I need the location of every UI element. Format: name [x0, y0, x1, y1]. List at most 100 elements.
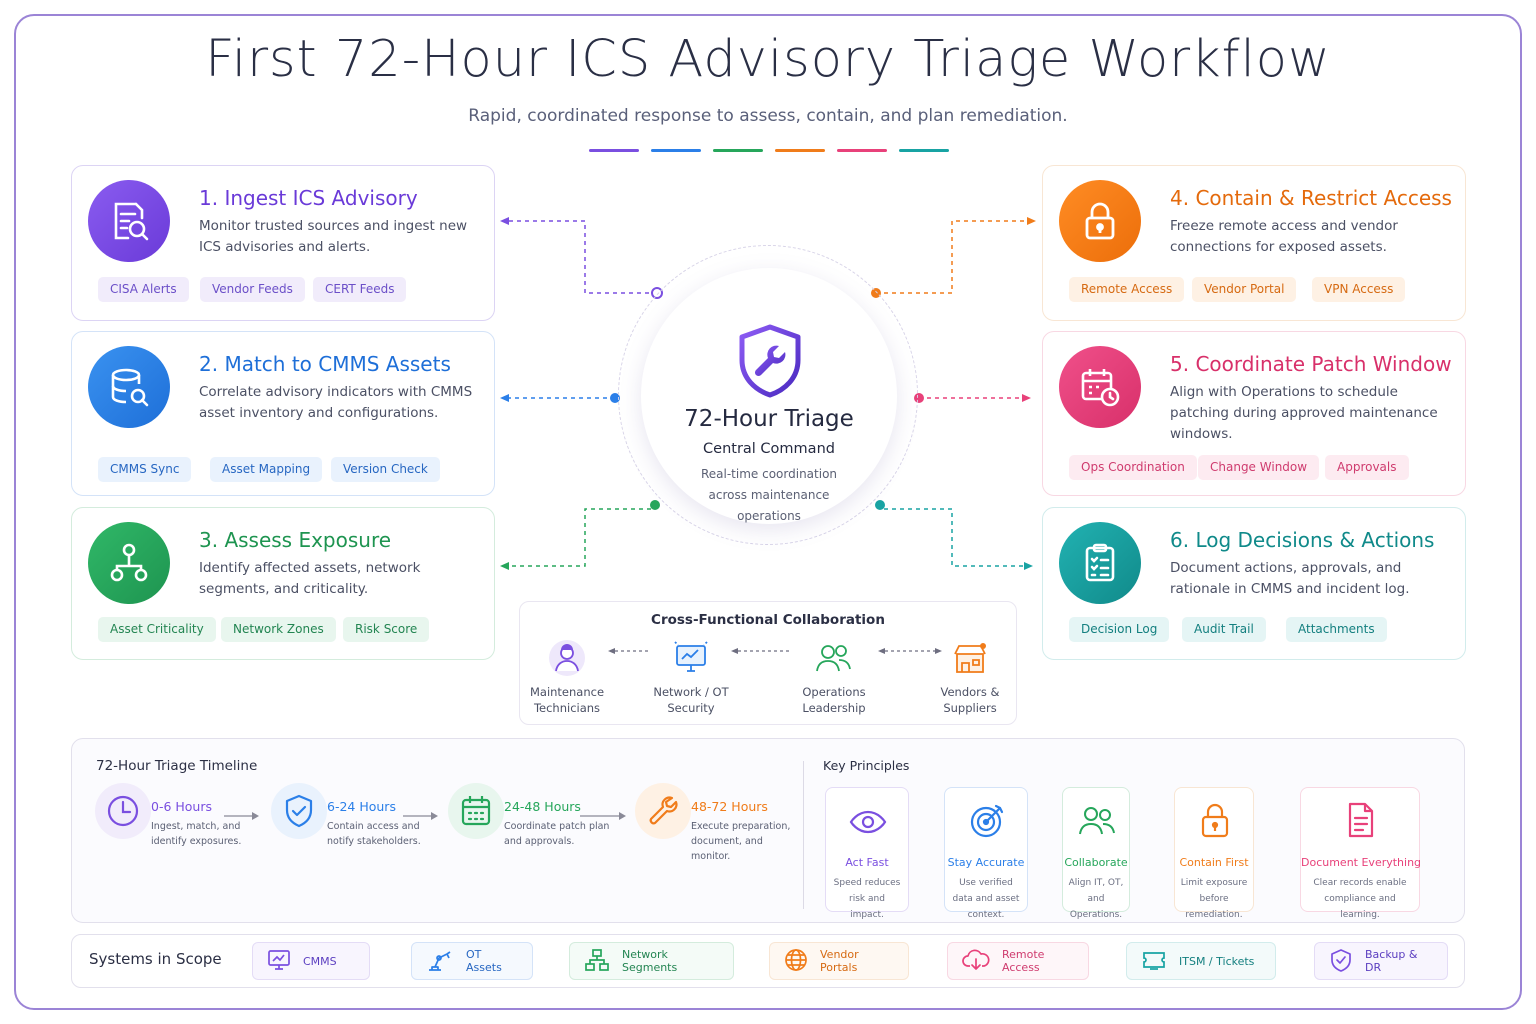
scope-item-backup-dr[interactable]: Backup & DR: [1314, 942, 1448, 980]
timeline-item-title: 0-6 Hours: [151, 799, 213, 814]
step-title: 2. Match to CMMS Assets: [199, 352, 451, 376]
step-card-assess[interactable]: 3. Assess Exposure Identify affected ass…: [71, 507, 495, 660]
collab-label: Maintenance Technicians: [529, 685, 605, 715]
shield-backup-icon: [1329, 948, 1353, 975]
scope-item-label: Network Segments: [622, 948, 678, 974]
central-hub: 72-Hour Triage Central Command Real-time…: [618, 245, 918, 545]
network-nodes-icon: [88, 522, 170, 604]
timeline-item-desc: Ingest, match, and identify exposures.: [151, 821, 242, 847]
scope-item-label: Vendor Portals: [820, 948, 859, 974]
principle-stay-accurate[interactable]: Stay Accurate Use verified data and asse…: [944, 787, 1028, 920]
collab-label: Vendors & Suppliers: [940, 685, 1000, 715]
principle-collaborate[interactable]: Collaborate Align IT, OT, and Operations…: [1062, 787, 1130, 920]
principle-desc: Use verified data and asset context.: [952, 878, 1020, 920]
principle-desc: Speed reduces risk and impact.: [833, 878, 901, 920]
collab-security[interactable]: Network / OT Security: [641, 638, 741, 716]
timeline-item-desc: Contain access and notify stakeholders.: [327, 821, 421, 847]
principle-act-fast[interactable]: Act Fast Speed reduces risk and impact.: [825, 787, 909, 920]
tag-chip[interactable]: Ops Coordination: [1069, 455, 1197, 480]
collab-maintenance[interactable]: Maintenance Technicians: [517, 638, 617, 716]
principle-contain-first[interactable]: Contain First Limit exposure before reme…: [1174, 787, 1254, 920]
ticket-icon: [1141, 948, 1167, 975]
page-subtitle: Rapid, coordinated response to assess, c…: [468, 106, 1068, 126]
tag-chip[interactable]: Attachments: [1286, 617, 1387, 642]
tag-chip[interactable]: Decision Log: [1069, 617, 1170, 642]
tag-chip[interactable]: Version Check: [331, 457, 440, 482]
calendar-clock-icon: [1059, 346, 1141, 428]
monitor-icon: [671, 638, 711, 678]
step-description: Correlate advisory indicators with CMMS …: [199, 384, 473, 421]
hub-subtitle: Central Command: [703, 441, 835, 457]
scope-item-network-segments[interactable]: Network Segments: [569, 942, 734, 980]
shield-wrench-icon: [737, 324, 803, 402]
scope-item-vendor-portals[interactable]: Vendor Portals: [769, 942, 909, 980]
tag-chip[interactable]: Remote Access: [1069, 277, 1185, 302]
tag-chip[interactable]: CERT Feeds: [313, 277, 407, 302]
collab-vendors[interactable]: Vendors & Suppliers: [920, 638, 1020, 716]
lock-icon: [1059, 180, 1141, 262]
step-description: Freeze remote access and vendor connecti…: [1170, 218, 1398, 255]
tag-chip[interactable]: CMMS Sync: [98, 457, 192, 482]
principle-title: Act Fast: [845, 856, 889, 869]
principle-desc: Limit exposure before remediation.: [1180, 878, 1248, 920]
step-title: 3. Assess Exposure: [199, 528, 392, 552]
step-title: 6. Log Decisions & Actions: [1170, 528, 1435, 552]
accent-dash: [775, 149, 825, 152]
step-title: 1. Ingest ICS Advisory: [199, 186, 418, 210]
step-description: Identify affected assets, network segmen…: [199, 560, 421, 597]
timeline-item-desc: Coordinate patch plan and approvals.: [504, 821, 610, 847]
cloud-icon: [962, 948, 990, 975]
clock-icon: [95, 783, 151, 839]
scope-item-cmms[interactable]: CMMS: [252, 942, 370, 980]
tag-chip[interactable]: Vendor Feeds: [200, 277, 305, 302]
tag-chip[interactable]: Asset Mapping: [210, 457, 323, 482]
central-hub-core: 72-Hour Triage Central Command Real-time…: [641, 268, 897, 524]
systems-in-scope-bar: Systems in Scope CMMS OT Assets Network …: [71, 934, 1465, 988]
tag-chip[interactable]: Vendor Portal: [1192, 277, 1297, 302]
step-card-ingest[interactable]: 1. Ingest ICS Advisory Monitor trusted s…: [71, 165, 495, 321]
scope-item-itsm-tickets[interactable]: ITSM / Tickets: [1126, 942, 1276, 980]
principle-title: Stay Accurate: [947, 856, 1025, 869]
tag-chip[interactable]: Asset Criticality: [98, 617, 216, 642]
tag-chip[interactable]: Audit Trail: [1182, 617, 1266, 642]
timeline-item-title: 6-24 Hours: [327, 799, 396, 814]
tag-chip[interactable]: Approvals: [1325, 455, 1409, 480]
calendar-icon: [448, 783, 504, 839]
tag-chip[interactable]: Change Window: [1198, 455, 1320, 480]
store-icon: [950, 638, 990, 678]
tag-chip[interactable]: CISA Alerts: [98, 277, 189, 302]
tag-chip[interactable]: Risk Score: [343, 617, 430, 642]
collab-operations[interactable]: Operations Leadership: [784, 638, 884, 716]
step-description: Monitor trusted sources and ingest new I…: [199, 218, 468, 255]
scope-title: Systems in Scope: [89, 950, 222, 968]
step-title: 4. Contain & Restrict Access: [1170, 186, 1452, 210]
collab-label: Operations Leadership: [802, 685, 866, 715]
tag-chip[interactable]: Network Zones: [221, 617, 336, 642]
people-icon: [1077, 802, 1117, 846]
step-card-contain[interactable]: 4. Contain & Restrict Access Freeze remo…: [1042, 165, 1466, 321]
timeline-title: 72-Hour Triage Timeline: [96, 758, 258, 774]
principle-title: Contain First: [1179, 856, 1249, 869]
step-card-log[interactable]: 6. Log Decisions & Actions Document acti…: [1042, 507, 1466, 660]
step-description: Align with Operations to schedule patchi…: [1170, 384, 1438, 442]
eye-icon: [848, 802, 888, 846]
hub-title: 72-Hour Triage: [684, 406, 854, 432]
principle-document-everything[interactable]: Document Everything Clear records enable…: [1300, 787, 1421, 920]
scope-item-label: ITSM / Tickets: [1179, 954, 1255, 968]
wrench-icon: [635, 783, 691, 839]
collab-label: Network / OT Security: [653, 685, 729, 715]
document-icon: [1341, 800, 1381, 844]
vertical-divider: [803, 761, 804, 909]
step-card-match[interactable]: 2. Match to CMMS Assets Correlate adviso…: [71, 331, 495, 496]
accent-dash: [899, 149, 949, 152]
scope-item-remote-access[interactable]: Remote Access: [947, 942, 1089, 980]
step-card-coordinate[interactable]: 5. Coordinate Patch Window Align with Op…: [1042, 331, 1466, 496]
scope-item-ot-assets[interactable]: OT Assets: [411, 942, 533, 980]
team-icon: [814, 638, 854, 678]
collaboration-arrows: [608, 648, 942, 654]
timeline-arrows: [224, 812, 626, 820]
timeline-item-desc: Execute preparation, document, and monit…: [691, 821, 791, 862]
network-tree-icon: [584, 948, 610, 975]
robot-arm-icon: [426, 948, 454, 975]
tag-chip[interactable]: VPN Access: [1312, 277, 1406, 302]
